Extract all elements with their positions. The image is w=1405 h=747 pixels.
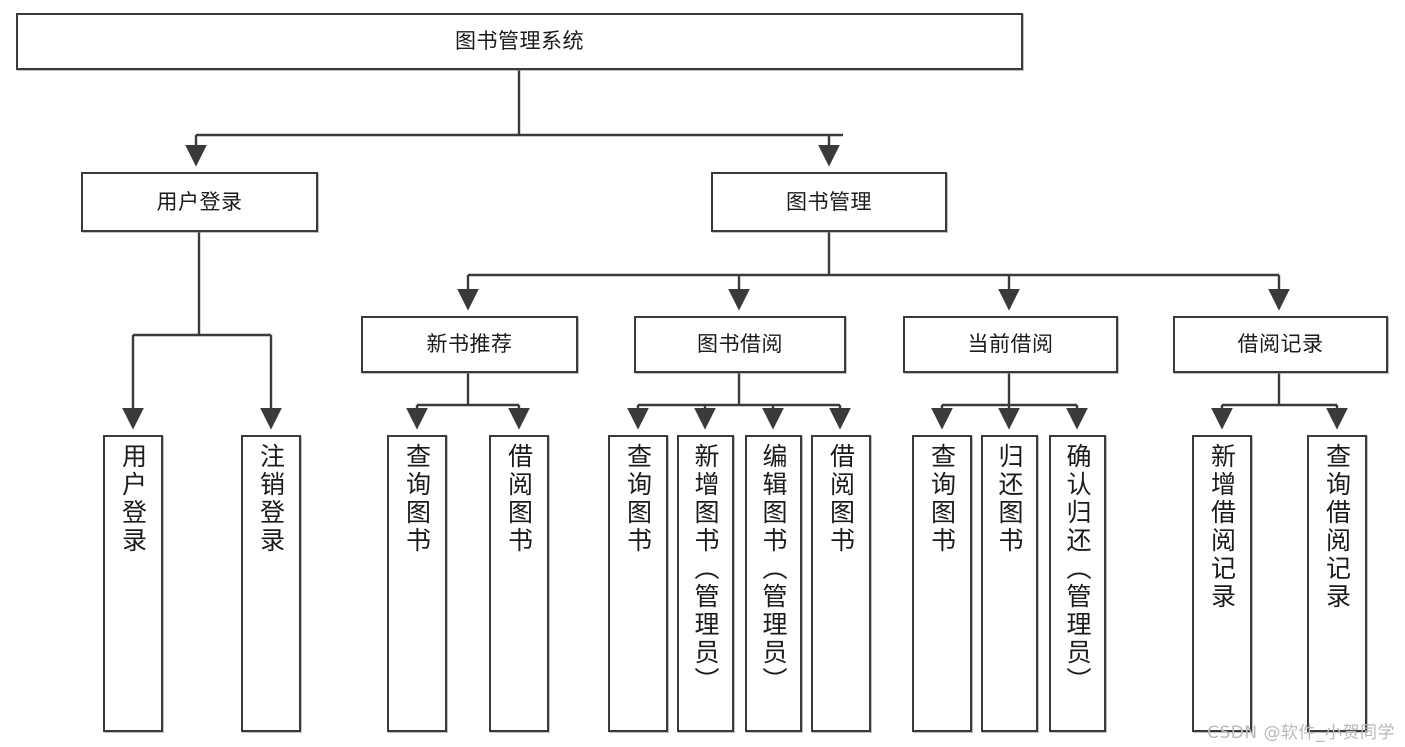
node-leaf-query-book-1-label: 查询图书: [402, 443, 432, 555]
node-leaf-return-book-label: 归还图书: [995, 443, 1024, 555]
node-leaf-add-record[interactable]: 新增借阅记录: [1192, 435, 1252, 732]
node-leaf-query-record[interactable]: 查询借阅记录: [1307, 435, 1367, 732]
node-leaf-add-book-label: 新增图书（管理员）: [691, 443, 720, 695]
node-user-login[interactable]: 用户登录: [81, 172, 318, 232]
node-leaf-query-book-2[interactable]: 查询图书: [608, 435, 668, 732]
node-book-manage-label: 图书管理: [786, 189, 872, 214]
node-current-borrow-label: 当前借阅: [967, 332, 1054, 357]
node-leaf-return-book[interactable]: 归还图书: [981, 435, 1038, 732]
node-leaf-edit-book[interactable]: 编辑图书（管理员）: [745, 435, 802, 732]
node-user-login-label: 用户登录: [156, 189, 243, 214]
node-leaf-query-book-1[interactable]: 查询图书: [387, 435, 447, 732]
node-leaf-borrow-book-2[interactable]: 借阅图书: [811, 435, 871, 732]
node-current-borrow[interactable]: 当前借阅: [903, 316, 1118, 373]
node-borrow-record-label: 借阅记录: [1237, 332, 1324, 357]
node-book-borrow-label: 图书借阅: [697, 332, 783, 357]
node-leaf-confirm-return[interactable]: 确认归还（管理员）: [1049, 435, 1106, 732]
node-leaf-user-logout-label: 注销登录: [256, 443, 286, 555]
node-leaf-query-book-3[interactable]: 查询图书: [912, 435, 972, 732]
node-root-label: 图书管理系统: [455, 29, 584, 54]
node-leaf-query-record-label: 查询借阅记录: [1322, 443, 1352, 611]
node-new-book-rec-label: 新书推荐: [426, 332, 513, 357]
node-leaf-edit-book-label: 编辑图书（管理员）: [759, 443, 788, 695]
node-leaf-borrow-book-1[interactable]: 借阅图书: [489, 435, 549, 732]
node-leaf-borrow-book-1-label: 借阅图书: [504, 443, 534, 555]
node-leaf-user-login-label: 用户登录: [118, 443, 148, 555]
node-leaf-add-record-label: 新增借阅记录: [1207, 443, 1237, 611]
node-new-book-rec[interactable]: 新书推荐: [361, 316, 578, 373]
node-leaf-confirm-return-label: 确认归还（管理员）: [1063, 443, 1092, 695]
node-leaf-query-book-2-label: 查询图书: [623, 443, 653, 555]
node-leaf-borrow-book-2-label: 借阅图书: [826, 443, 856, 555]
node-leaf-user-login[interactable]: 用户登录: [103, 435, 163, 732]
watermark-text: CSDN @软件_小贺同学: [1207, 723, 1395, 743]
node-leaf-user-logout[interactable]: 注销登录: [241, 435, 301, 732]
node-leaf-add-book[interactable]: 新增图书（管理员）: [677, 435, 734, 732]
node-root[interactable]: 图书管理系统: [16, 13, 1023, 70]
node-book-manage[interactable]: 图书管理: [711, 172, 947, 232]
node-book-borrow[interactable]: 图书借阅: [634, 316, 846, 373]
node-borrow-record[interactable]: 借阅记录: [1173, 316, 1388, 373]
node-leaf-query-book-3-label: 查询图书: [927, 443, 957, 555]
